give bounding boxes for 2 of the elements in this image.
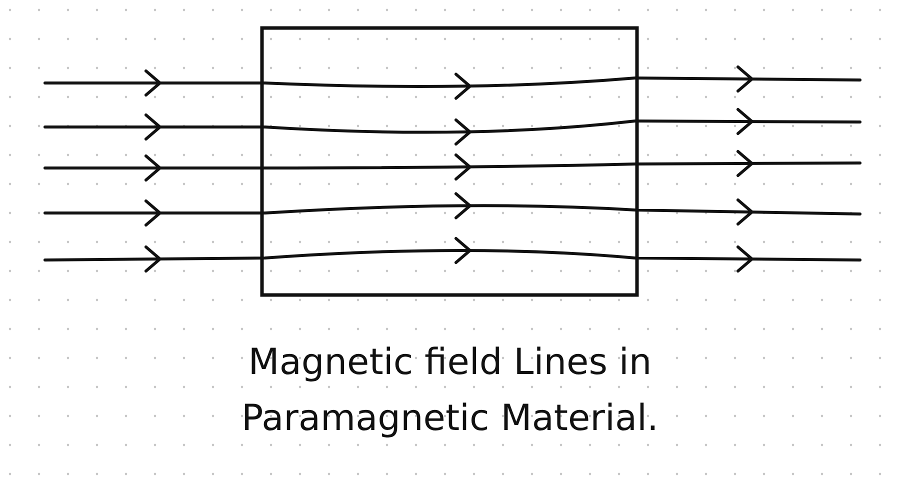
caption: Magnetic field Lines in Paramagnetic Material. (240, 341, 660, 441)
material-block (260, 26, 639, 297)
